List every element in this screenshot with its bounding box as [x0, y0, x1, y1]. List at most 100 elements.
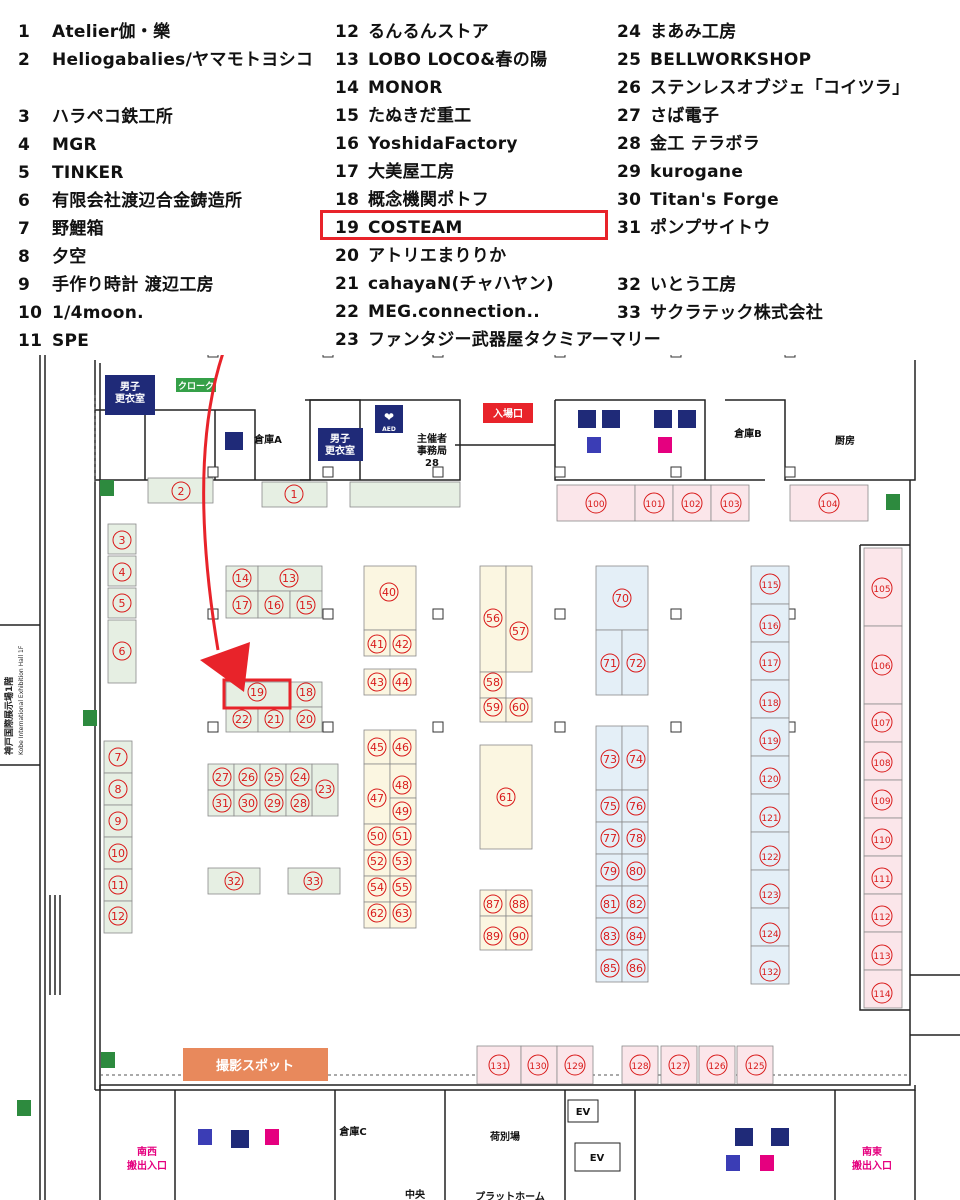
- booth-circle: [509, 697, 529, 717]
- mens-locker-label: 男子更衣室: [115, 381, 145, 405]
- booth-circle: [706, 1054, 728, 1076]
- booth-number: 50: [370, 830, 384, 843]
- booth-circle: [626, 828, 646, 848]
- booth-circle: [112, 530, 132, 550]
- booth-number: 131: [490, 1062, 507, 1072]
- booth-circle: [367, 788, 387, 808]
- booth-circle: [112, 562, 132, 582]
- legend-name: MEG.connection..: [368, 302, 540, 322]
- booth-circle: [392, 903, 412, 923]
- booth-circle: [871, 867, 893, 889]
- legend-number: 23: [335, 330, 360, 350]
- legend-number: 27: [617, 106, 642, 126]
- booth-circle: [871, 982, 893, 1004]
- pillar: [554, 608, 566, 620]
- booth-circle: [871, 577, 893, 599]
- booth-circle: [108, 747, 128, 767]
- booth-number: 53: [395, 855, 409, 868]
- legend-name: cahayaN(チャハヤン): [368, 274, 554, 294]
- building-label-en: Kobe International Exhibition Hall 1F: [18, 645, 25, 755]
- legend-number: 13: [335, 50, 360, 70]
- legend-name: MONOR: [368, 78, 443, 98]
- booth-circle: [759, 883, 781, 905]
- booth-number: 89: [486, 930, 500, 943]
- booth-circle: [871, 711, 893, 733]
- booth-circle: [392, 634, 412, 654]
- booth-circle: [392, 801, 412, 821]
- booth-circle: [112, 593, 132, 613]
- ev-label: EV: [576, 1107, 591, 1118]
- legend-number: 19: [335, 218, 360, 238]
- booth-circle: [367, 672, 387, 692]
- booth-circle: [264, 793, 284, 813]
- pillar: [207, 721, 219, 733]
- legend-number: 21: [335, 274, 360, 294]
- booth-circle: [232, 568, 252, 588]
- booth-circle: [871, 828, 893, 850]
- aed-box: [375, 405, 403, 433]
- booth-number: 8: [115, 783, 122, 796]
- booth-number: 10: [111, 847, 125, 860]
- kitchen-label: 厨房: [835, 434, 855, 447]
- booth-circle: [264, 595, 284, 615]
- pillar: [207, 466, 219, 478]
- booth-circle: [626, 796, 646, 816]
- restroom-icon: [735, 1128, 753, 1146]
- booth-number: 108: [873, 759, 890, 769]
- booth-number: 106: [873, 662, 890, 672]
- legend-name: アトリエまりりか: [368, 246, 507, 266]
- booth-number: 119: [761, 737, 778, 747]
- restroom-icon: [654, 410, 672, 428]
- pillar: [554, 355, 566, 358]
- legend-number: 7: [18, 219, 31, 239]
- booth-circle: [367, 634, 387, 654]
- booth-circle: [871, 654, 893, 676]
- booth-number: 82: [629, 898, 643, 911]
- booth-number: 125: [747, 1062, 764, 1072]
- booth-number: 15: [299, 599, 313, 612]
- booth-number: 132: [761, 968, 778, 978]
- booth-number: 57: [512, 625, 526, 638]
- booth-number: 90: [512, 930, 526, 943]
- booth-cell: [621, 853, 649, 887]
- toilet-icon: [760, 1155, 774, 1171]
- booth-number: 16: [267, 599, 281, 612]
- booth-number: 87: [486, 898, 500, 911]
- center-label: 中央: [405, 1188, 426, 1200]
- booth-circle: [600, 653, 620, 673]
- booth-cell: [479, 744, 533, 850]
- legend-number: 12: [335, 22, 360, 42]
- booth-circle: [496, 787, 516, 807]
- legend-number: 18: [335, 190, 360, 210]
- pillar: [432, 721, 444, 733]
- legend-number: 26: [617, 78, 642, 98]
- booth-number: 70: [615, 592, 629, 605]
- booth-cell: [621, 1045, 659, 1085]
- booth-cell: [750, 831, 790, 871]
- booth-number: 76: [629, 800, 643, 813]
- booth-cell: [736, 1045, 774, 1085]
- booth-number: 72: [629, 657, 643, 670]
- booth-cell: [289, 706, 323, 733]
- booth-circle: [367, 826, 387, 846]
- booth-cell: [595, 789, 623, 823]
- highlight-arrow: [200, 355, 250, 692]
- legend-name: いとう工房: [650, 275, 737, 295]
- legend-name: 大美屋工房: [368, 162, 455, 182]
- pillar: [670, 466, 682, 478]
- booth-number: 19: [250, 686, 264, 699]
- legend-name: MGR: [52, 135, 97, 155]
